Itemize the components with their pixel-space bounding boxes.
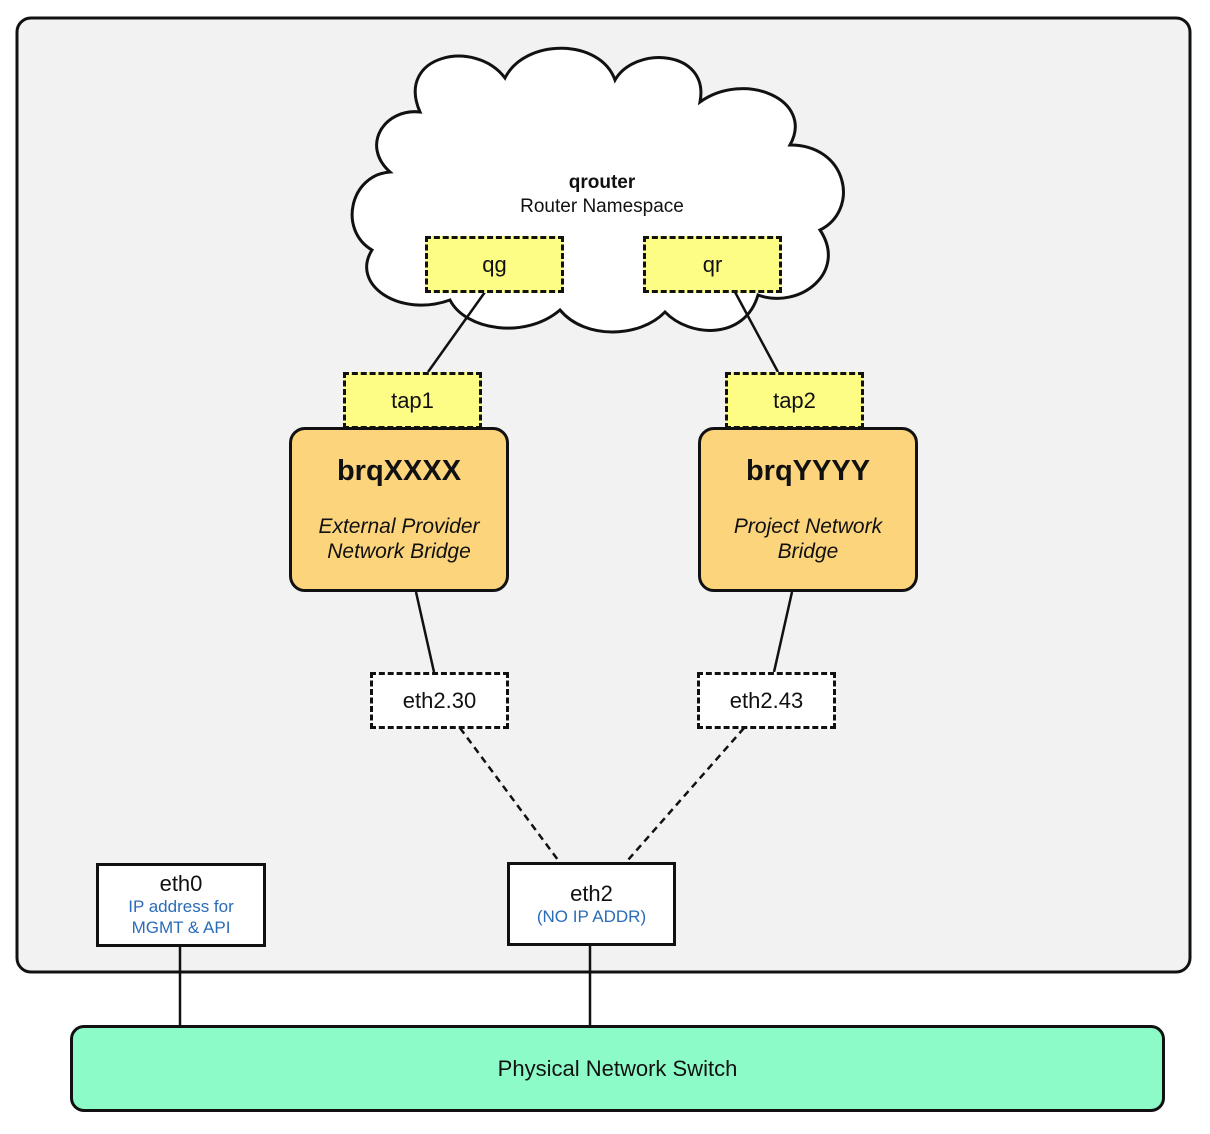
vlan-eth2-43-label: eth2.43 <box>729 687 804 713</box>
nic-eth2-name: eth2 <box>570 880 613 906</box>
bridge-brqxxxx-desc-1: External Provider <box>318 515 480 538</box>
port-tap1: tap1 <box>343 372 482 429</box>
link-qg-tap1 <box>426 291 487 373</box>
link-brqyyyy-eth243 <box>772 591 794 673</box>
nic-eth2-line-1: (NO IP ADDR) <box>536 906 647 926</box>
router-title: qrouter <box>568 172 636 193</box>
link-qr-tap2 <box>733 291 780 373</box>
vlan-eth2-30: eth2.30 <box>370 672 509 729</box>
router-subtitle: Router Namespace <box>520 196 684 217</box>
vlan-eth2-30-label: eth2.30 <box>402 687 477 713</box>
physical-network-switch: Physical Network Switch <box>70 1025 1165 1112</box>
port-qr: qr <box>643 236 782 293</box>
port-tap2-label: tap2 <box>773 387 816 413</box>
nic-eth0-line-2: MGMT & API <box>131 918 231 937</box>
bridge-brqxxxx: brqXXXX External Provider Network Bridge <box>289 427 509 592</box>
nic-eth0: eth0 IP address for MGMT & API <box>96 863 266 947</box>
bridge-brqxxxx-name: brqXXXX <box>336 455 462 487</box>
nic-eth2: eth2 (NO IP ADDR) <box>507 862 676 946</box>
bridge-brqxxxx-desc-2: Network Bridge <box>327 540 471 563</box>
nic-eth0-name: eth0 <box>159 871 203 896</box>
vlan-eth2-43: eth2.43 <box>697 672 836 729</box>
bridge-brqyyyy-name: brqYYYY <box>745 455 871 487</box>
bridge-brqyyyy: brqYYYY Project Network Bridge <box>698 427 918 592</box>
host-container <box>15 16 1192 974</box>
link-brqxxxx-eth230 <box>414 591 436 673</box>
bridge-brqyyyy-desc-1: Project Network <box>733 515 883 538</box>
link-eth243-eth2 <box>627 727 745 861</box>
router-namespace-label: qrouter Router Namespace <box>452 171 752 219</box>
bridge-brqyyyy-desc-2: Bridge <box>777 540 839 563</box>
nic-eth0-line-1: IP address for <box>128 897 234 916</box>
port-qr-label: qr <box>702 251 723 277</box>
port-tap1-label: tap1 <box>391 387 434 413</box>
port-qg: qg <box>425 236 564 293</box>
link-eth230-eth2 <box>458 727 560 861</box>
physical-network-switch-label: Physical Network Switch <box>497 1055 738 1081</box>
port-qg-label: qg <box>482 251 507 277</box>
port-tap2: tap2 <box>725 372 864 429</box>
